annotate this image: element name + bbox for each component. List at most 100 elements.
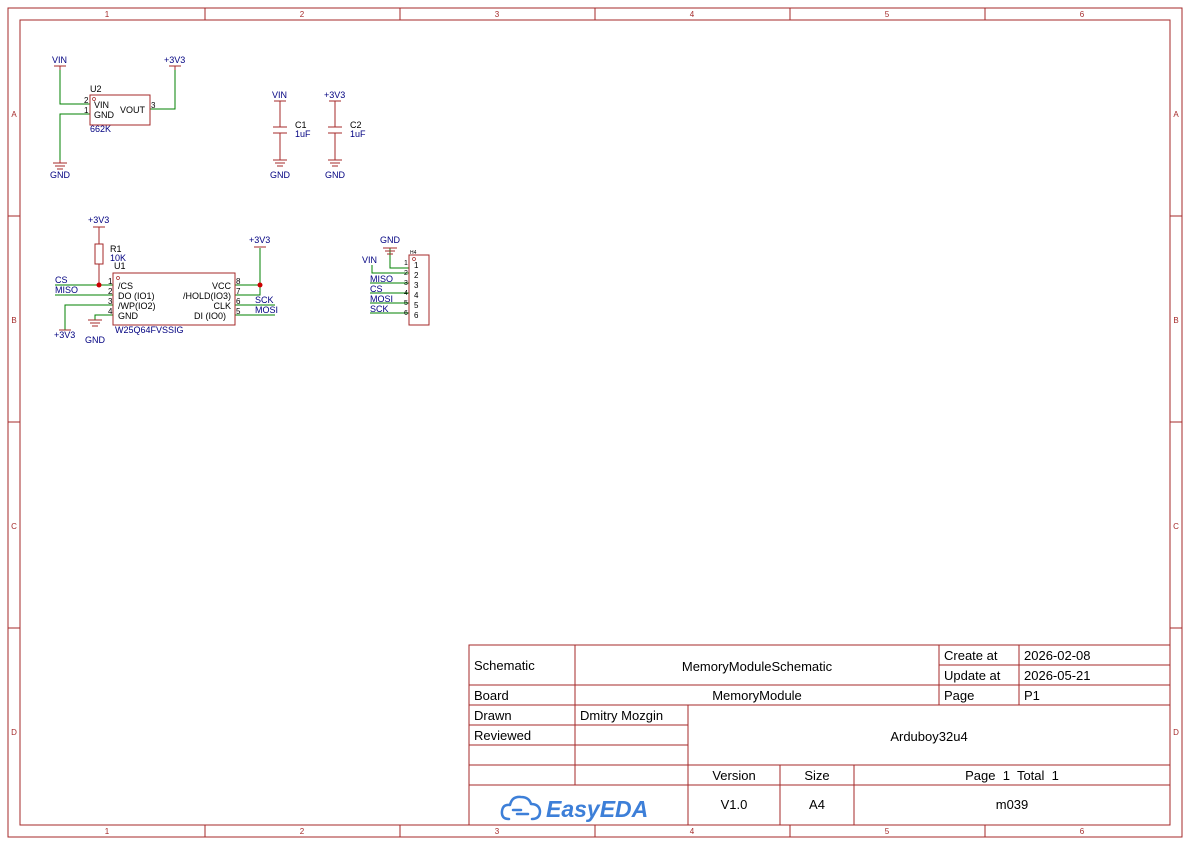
tb-doc-number: m039 <box>996 797 1029 812</box>
u2-value: 662K <box>90 124 111 134</box>
tb-schematic-label: Schematic <box>474 658 535 673</box>
net-label-vin: VIN <box>52 55 67 65</box>
u1-right-pin-8: VCC <box>212 281 232 291</box>
col-label-top-1: 1 <box>105 10 110 19</box>
easyeda-logo: EasyEDA <box>500 795 648 822</box>
r1-net-top: +3V3 <box>88 215 109 225</box>
col-label-top-3: 3 <box>495 10 500 19</box>
col-label-bottom-5: 5 <box>885 827 890 836</box>
c2-capacitor[interactable]: +3V3 C2 1uF GND <box>324 90 366 180</box>
h4-pin-num-2: 2 <box>404 270 408 277</box>
tb-drawn-by: Dmitry Mozgin <box>580 708 663 723</box>
c1-net-top: VIN <box>272 90 287 100</box>
u2-ref: U2 <box>90 84 102 94</box>
col-label-bottom-6: 6 <box>1080 827 1085 836</box>
row-label-left-a: A <box>11 110 17 119</box>
h4-pin-num-1: 1 <box>404 260 408 267</box>
u1-pin-num-3: 3 <box>108 297 113 306</box>
row-label-left-d: D <box>11 728 17 737</box>
col-label-top-5: 5 <box>885 10 890 19</box>
u2-pin-num-3: 3 <box>151 101 156 110</box>
tb-drawn-label: Drawn <box>474 708 512 723</box>
h4-ref: H4 <box>410 250 417 256</box>
u1-net-wp: +3V3 <box>54 330 75 340</box>
net-label-mosi: MOSI <box>255 305 278 315</box>
u1-flash-block[interactable]: +3V3 R1 10K U1 W25Q64FVSSIG /CS DO (IO1)… <box>54 215 278 345</box>
u1-pin-num-5: 5 <box>236 307 241 316</box>
tb-board-name: MemoryModule <box>712 688 802 703</box>
h4-net-miso: MISO <box>370 274 393 284</box>
tb-schematic-name: MemoryModuleSchematic <box>682 659 833 674</box>
u1-net-gnd: GND <box>85 335 106 345</box>
h4-pin-num-3: 3 <box>404 280 408 287</box>
net-label-cs: CS <box>55 275 68 285</box>
col-label-bottom-1: 1 <box>105 827 110 836</box>
row-label-right-b: B <box>1173 316 1178 325</box>
u1-pin-num-4: 4 <box>108 307 113 316</box>
title-block: Schematic MemoryModuleSchematic Create a… <box>468 644 1171 826</box>
tb-version-label: Version <box>712 768 755 783</box>
u2-regulator[interactable]: U2 662K VIN GND VOUT 2 1 3 VIN +3V3 GND <box>50 55 185 180</box>
tb-page-label: Page <box>944 688 974 703</box>
u1-pin-num-6: 6 <box>236 297 241 306</box>
tb-size: A4 <box>809 797 825 812</box>
c2-net-bottom: GND <box>325 170 346 180</box>
h4-net-gnd: GND <box>380 235 401 245</box>
net-label-3v3: +3V3 <box>164 55 185 65</box>
row-label-left-b: B <box>11 316 16 325</box>
c1-net-bottom: GND <box>270 170 291 180</box>
c2-net-top: +3V3 <box>324 90 345 100</box>
h4-body <box>408 254 430 326</box>
h4-header[interactable]: H4 1 2 3 4 5 6 1 2 3 4 5 6 GND VIN MISO … <box>362 235 430 326</box>
h4-pin-num-6: 6 <box>404 310 408 317</box>
h4-pin-5: 5 <box>414 301 419 310</box>
logo-text: EasyEDA <box>546 796 648 822</box>
junction-dot <box>96 282 102 288</box>
tb-page-total: Page 1 Total 1 <box>965 768 1059 783</box>
c1-ref: C1 <box>295 120 307 130</box>
u1-left-pin-2: DO (IO1) <box>118 291 155 301</box>
h4-net-mosi: MOSI <box>370 294 393 304</box>
u1-left-pin-1: /CS <box>118 281 133 291</box>
c1-capacitor[interactable]: VIN C1 1uF GND <box>270 90 311 180</box>
tb-create-date: 2026-02-08 <box>1024 648 1091 663</box>
col-label-top-4: 4 <box>690 10 695 19</box>
row-label-right-c: C <box>1173 522 1179 531</box>
tb-version: V1.0 <box>721 797 748 812</box>
tb-update-label: Update at <box>944 668 1001 683</box>
u1-right-pin-7: /HOLD(IO3) <box>183 291 231 301</box>
u2-pin-num-1: 1 <box>84 106 89 115</box>
u2-body <box>89 94 151 126</box>
h4-net-vin: VIN <box>362 255 377 265</box>
h4-pin-3: 3 <box>414 281 419 290</box>
u1-net-vcc: +3V3 <box>249 235 270 245</box>
cloud-icon <box>500 795 542 821</box>
junction-dot <box>257 282 263 288</box>
u1-pin-num-8: 8 <box>236 277 241 286</box>
row-label-right-a: A <box>1173 110 1179 119</box>
u1-right-pin-5: DI (IO0) <box>194 311 226 321</box>
col-label-bottom-4: 4 <box>690 827 695 836</box>
u1-left-pin-4: GND <box>118 311 139 321</box>
tb-project: Arduboy32u4 <box>890 729 967 744</box>
h4-pin-2: 2 <box>414 271 419 280</box>
tb-reviewed-label: Reviewed <box>474 728 531 743</box>
r1-value: 10K <box>110 253 126 263</box>
u1-body <box>112 272 236 326</box>
u2-pin-num-2: 2 <box>84 96 89 105</box>
tb-update-date: 2026-05-21 <box>1024 668 1091 683</box>
h4-pin-num-5: 5 <box>404 300 408 307</box>
u1-right-pin-6: CLK <box>213 301 231 311</box>
net-label-miso: MISO <box>55 285 78 295</box>
c1-value: 1uF <box>295 129 311 139</box>
c2-ref: C2 <box>350 120 362 130</box>
col-label-bottom-3: 3 <box>495 827 500 836</box>
frame-row-labels: A B C D A B C D <box>11 110 1179 737</box>
net-label-sck: SCK <box>255 295 274 305</box>
c2-value: 1uF <box>350 129 366 139</box>
r1-ref: R1 <box>110 244 122 254</box>
r1-resistor[interactable] <box>93 226 105 285</box>
h4-net-cs: CS <box>370 284 383 294</box>
tb-create-label: Create at <box>944 648 998 663</box>
